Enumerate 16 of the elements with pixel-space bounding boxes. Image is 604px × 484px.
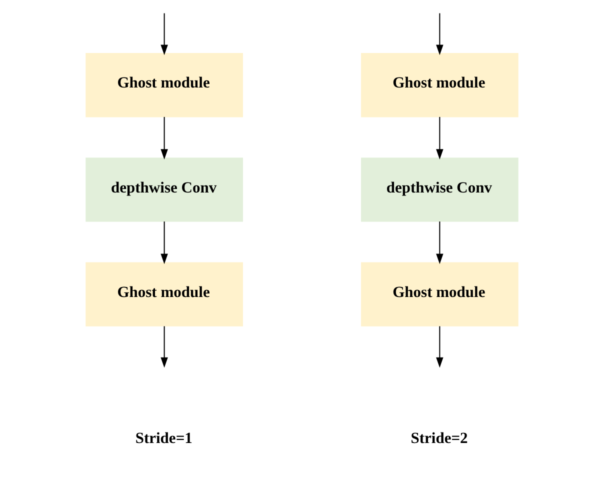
arrow [436, 326, 444, 368]
arrow [160, 222, 168, 264]
arrow [436, 116, 444, 160]
node-box: Ghost module [86, 53, 243, 118]
node-box: depthwise Conv [86, 158, 243, 222]
node-box: Ghost module [361, 53, 518, 118]
label: Stride=2 [410, 430, 468, 447]
arrow [160, 326, 168, 368]
node-box: Ghost module [86, 262, 243, 326]
node-box: depthwise Conv [361, 158, 518, 222]
node-box: Ghost module [361, 262, 518, 326]
arrow [160, 116, 168, 160]
arrow [436, 13, 444, 56]
arrow [436, 222, 444, 264]
arrow [160, 13, 168, 56]
label: Stride=1 [135, 430, 192, 447]
